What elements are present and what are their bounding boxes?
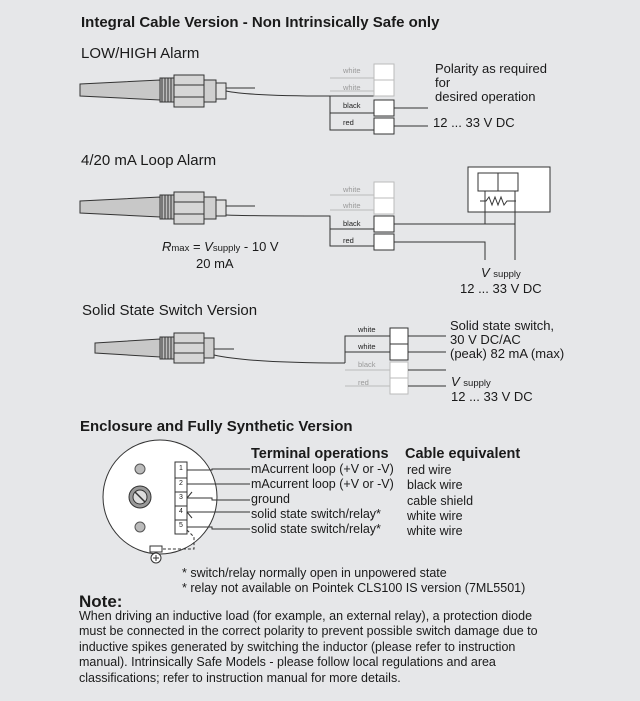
- cable-equivalent: white wire: [407, 524, 463, 538]
- probe-solid-state: [94, 332, 215, 364]
- terminal-block-3: [344, 327, 409, 395]
- low-high-heading: LOW/HIGH Alarm: [81, 45, 200, 62]
- rmax-formula: Rmax = Vsupply - 10 V: [162, 239, 279, 254]
- v-subscript: supply: [493, 269, 521, 280]
- wire-label: red: [358, 378, 369, 387]
- v-symbol: V: [481, 265, 490, 280]
- terminal-number: 3: [179, 494, 183, 501]
- formula-rest: - 10 V: [240, 239, 279, 254]
- wire-label: white: [343, 66, 361, 75]
- wire-label: red: [343, 236, 354, 245]
- wire-label: white: [343, 83, 361, 92]
- formula-max: max: [171, 243, 190, 254]
- page-title: Integral Cable Version - Non Intrinsical…: [81, 14, 440, 31]
- loop-alarm-heading: 4/20 mA Loop Alarm: [81, 152, 217, 169]
- wire-label: white: [343, 185, 361, 194]
- meter-box: [467, 166, 551, 224]
- wire-label: black: [358, 360, 376, 369]
- v-symbol: V: [451, 374, 460, 389]
- terminal-block-2: [330, 181, 395, 251]
- wire-label: white: [358, 342, 376, 351]
- polarity-note-line2: for: [435, 75, 451, 90]
- vsupply-label: V supply: [481, 265, 521, 280]
- enclosure-drawing: [102, 439, 218, 564]
- polarity-note-line3: desired operation: [435, 89, 536, 104]
- cable-equivalent-header: Cable equivalent: [405, 446, 521, 462]
- vsupply-label: V supply: [451, 374, 491, 389]
- cable-equivalent: red wire: [407, 463, 452, 477]
- terminal-number: 5: [179, 522, 183, 529]
- formula-eq: =: [189, 239, 205, 254]
- terminal-number: 1: [179, 465, 183, 472]
- polarity-note-line1: Polarity as required: [435, 61, 547, 76]
- solid-state-desc-line3: (peak) 82 mA (max): [450, 346, 565, 361]
- wire-label: white: [358, 325, 376, 334]
- formula-v: V: [204, 239, 213, 254]
- footnote-normally-open: * switch/relay normally open in unpowere…: [182, 566, 447, 580]
- cable-equivalent: black wire: [407, 478, 463, 492]
- supply-voltage: 12 ... 33 V DC: [460, 281, 542, 296]
- note-title: Note:: [79, 592, 123, 611]
- wire-label: red: [343, 118, 354, 127]
- probe-loop-alarm: [79, 191, 227, 225]
- probe-low-high: [79, 74, 227, 108]
- terminal-number: 4: [179, 508, 183, 515]
- wire-label: black: [343, 101, 361, 110]
- solid-state-desc-line1: Solid state switch,: [450, 318, 555, 333]
- terminal-operations-header: Terminal operations: [251, 446, 389, 462]
- note-body: When driving an inductive load (for exam…: [79, 609, 538, 685]
- cable-equivalent: white wire: [407, 509, 463, 523]
- formula-supply: supply: [212, 243, 241, 254]
- solid-state-desc-line2: 30 V DC/AC: [450, 332, 521, 347]
- terminal-operation: mAcurrent loop (+V or -V): [251, 477, 394, 491]
- wire-label: white: [343, 201, 361, 210]
- terminal-operation: solid state switch/relay*: [251, 507, 381, 521]
- cable-equivalent: cable shield: [407, 494, 474, 508]
- v-subscript: supply: [463, 378, 491, 389]
- enclosure-heading: Enclosure and Fully Synthetic Version: [80, 418, 353, 435]
- supply-voltage: 12 ... 33 V DC: [433, 115, 515, 130]
- terminal-number: 2: [179, 480, 183, 487]
- supply-voltage: 12 ... 33 V DC: [451, 389, 533, 404]
- terminal-operation: mAcurrent loop (+V or -V): [251, 462, 394, 476]
- footnote-relay-not-available: * relay not available on Pointek CLS100 …: [182, 581, 526, 595]
- solid-state-heading: Solid State Switch Version: [82, 302, 258, 319]
- terminal-block-1: [330, 63, 395, 135]
- terminal-operation: ground: [251, 492, 290, 506]
- rmax-denominator: 20 mA: [196, 256, 234, 271]
- formula-r: R: [162, 239, 172, 254]
- terminal-operation: solid state switch/relay*: [251, 522, 381, 536]
- wire-label: black: [343, 219, 361, 228]
- enclosure-leader-lines: [186, 468, 250, 530]
